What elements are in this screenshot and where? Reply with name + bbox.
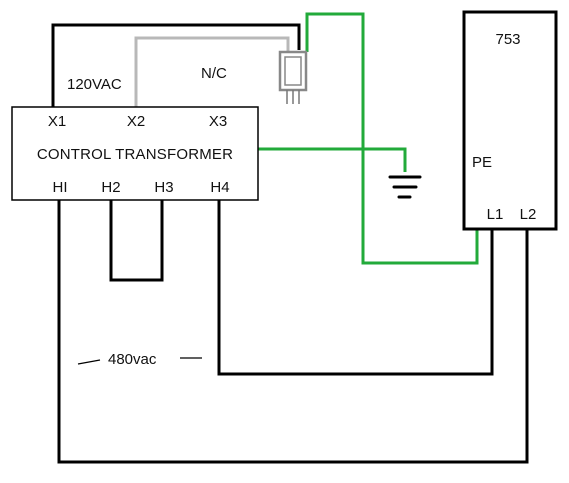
- ground-symbol-icon: [388, 175, 422, 199]
- terminal-x1: X1: [48, 113, 66, 130]
- drive-terminal-pe: PE: [472, 154, 492, 171]
- control-transformer: CONTROL TRANSFORMER X1 X2 X3 HI H2 H3 H4: [11, 106, 259, 201]
- transformer-box: [11, 106, 259, 201]
- drive-terminal-l2: L2: [520, 206, 537, 223]
- h4-to-l1-wire: [217, 200, 494, 376]
- terminal-h3: H3: [154, 179, 173, 196]
- relay-ground-wire: [305, 12, 479, 265]
- terminal-x2: X2: [127, 113, 145, 130]
- primary-voltage-label: 480vac: [108, 351, 157, 368]
- drive-terminal-l1: L1: [487, 206, 504, 223]
- transformer-ground-wire: [258, 147, 407, 172]
- terminal-hi: HI: [53, 179, 68, 196]
- drive-box: [462, 10, 558, 231]
- x2-neutral-wire: [134, 36, 290, 107]
- terminal-h2: H2: [101, 179, 120, 196]
- drive-name: 753: [495, 31, 520, 48]
- hot-wires: [51, 23, 529, 464]
- x1-to-relay-wire: [51, 23, 301, 107]
- x3-nc-label: N/C: [201, 65, 227, 82]
- hi-to-l2-wire: [57, 200, 529, 464]
- terminal-h4: H4: [210, 179, 229, 196]
- voltage-dash-left: [77, 359, 101, 365]
- transformer-title: CONTROL TRANSFORMER: [37, 146, 233, 163]
- ground-wires: [258, 12, 479, 265]
- relay-component-icon: [278, 50, 308, 104]
- primary-jumper-h2-h3: [109, 200, 164, 282]
- secondary-voltage-label: 120VAC: [67, 76, 122, 93]
- drive-753: 753 PE L1 L2: [462, 10, 558, 231]
- terminal-x3: X3: [209, 113, 227, 130]
